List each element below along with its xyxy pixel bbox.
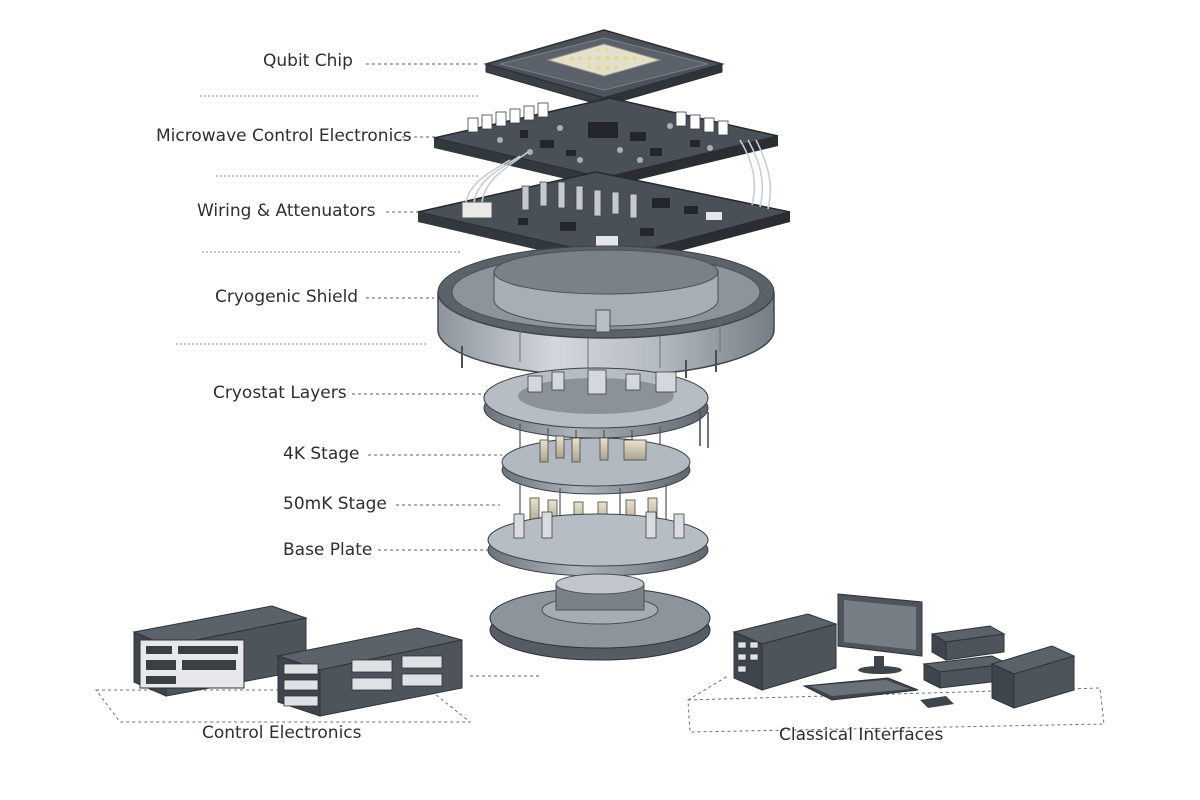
label-wiring-attenuators: Wiring & Attenuators xyxy=(197,201,376,221)
4k-stage-icon xyxy=(501,424,691,495)
label-microwave-control-electronics: Microwave Control Electronics xyxy=(156,126,412,146)
separator-lines xyxy=(176,95,480,345)
label-50mk-stage: 50mK Stage xyxy=(283,494,387,514)
cryostat-stage-icon xyxy=(483,367,709,448)
rack-server-icon xyxy=(95,605,472,723)
label-control-electronics: Control Electronics xyxy=(202,723,362,743)
base-plate-icon xyxy=(487,511,709,577)
label-4k-stage: 4K Stage xyxy=(283,444,360,464)
label-base-plate: Base Plate xyxy=(283,540,373,560)
label-cryostat-layers: Cryostat Layers xyxy=(213,383,347,403)
label-qubit-chip: Qubit Chip xyxy=(263,51,353,71)
qubit-chip-icon xyxy=(483,29,725,107)
computer-workstation-icon xyxy=(687,593,1105,733)
pedestal-icon xyxy=(489,573,711,661)
label-cryogenic-shield: Cryogenic Shield xyxy=(215,287,359,307)
label-classical-interfaces: Classical Interfaces xyxy=(779,725,944,745)
shield-ring-icon xyxy=(437,245,775,378)
